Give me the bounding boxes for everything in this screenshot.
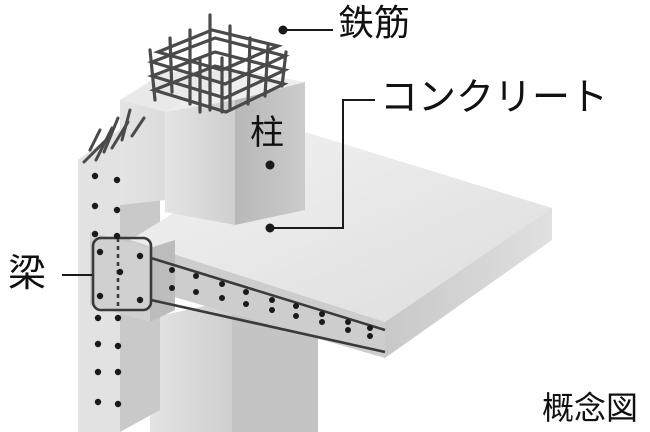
diagram-caption: 概念図: [542, 389, 639, 427]
wall-rebar-tops: [82, 108, 146, 164]
column-label: 柱: [250, 113, 284, 153]
slab-side: [130, 240, 385, 358]
slab-edge: [385, 208, 552, 358]
beam-label: 梁: [8, 251, 47, 295]
rebar-dots: [91, 172, 373, 408]
concrete-label: コンクリート: [380, 75, 609, 119]
upper-column: [120, 70, 305, 225]
rebar-cage: [147, 13, 290, 114]
rebar-label: 鉄筋: [338, 3, 411, 44]
beam-block: [90, 232, 175, 322]
leader-dots: [265, 25, 288, 233]
leader-lines: [62, 29, 375, 276]
